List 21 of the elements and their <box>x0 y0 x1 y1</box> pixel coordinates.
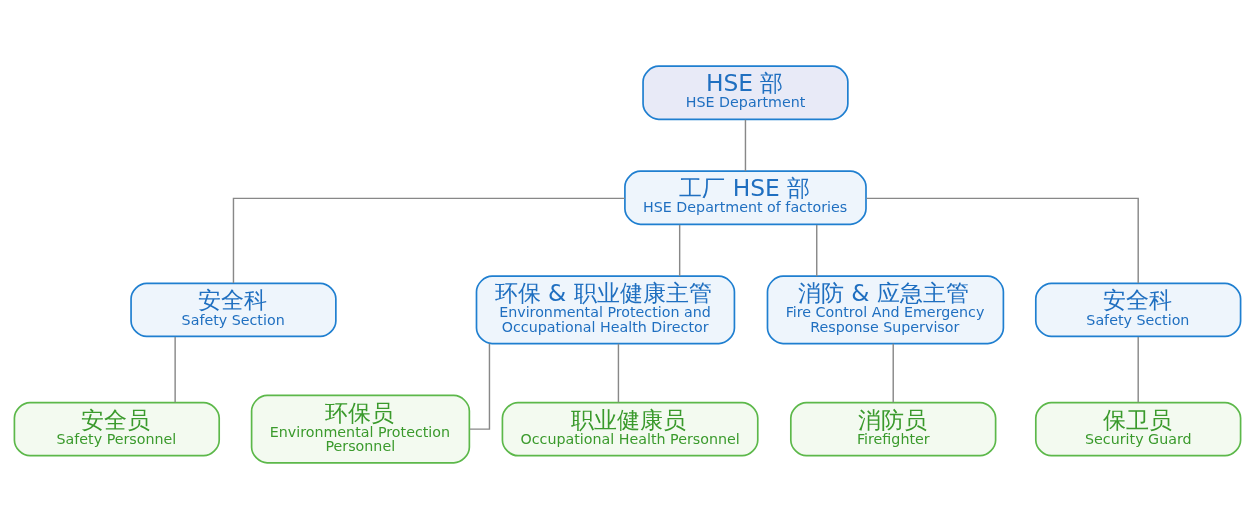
node-box: 消防 & 应急主管 Fire Control And Emergency Response Supervisor <box>766 274 1005 344</box>
node-box: 环保 & 职业健康主管 Environmental Protection and Occupational Health Director <box>475 274 736 344</box>
node-box: HSE 部 HSE Department <box>642 64 849 120</box>
connector <box>1137 335 1139 403</box>
connector <box>617 342 620 403</box>
node-box: 保卫员 Security Guard <box>1034 401 1242 457</box>
connector <box>678 223 681 277</box>
node-box: 工厂 HSE 部 HSE Department of factories <box>624 169 867 225</box>
node-box: 职业健康员 Occupational Health Personnel <box>501 401 759 457</box>
connector <box>232 197 626 284</box>
connector <box>174 335 176 403</box>
connector <box>816 223 818 277</box>
node-box: 安全科 Safety Section <box>1034 281 1242 337</box>
connector <box>469 342 491 430</box>
node-box: 消防员 Firefighter <box>789 401 997 457</box>
node-box: 安全员 Safety Personnel <box>13 401 221 457</box>
node-box: 安全科 Safety Section <box>130 281 337 337</box>
connector <box>892 342 894 403</box>
node-box: 环保员 Environmental Protection Personnel <box>250 394 471 464</box>
connector <box>744 118 747 172</box>
connector <box>865 197 1139 284</box>
